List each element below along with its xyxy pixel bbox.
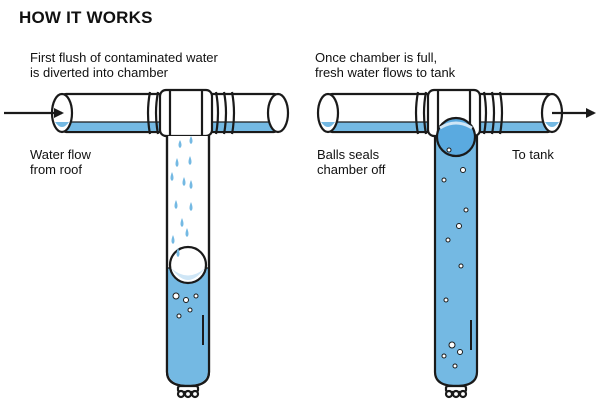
water-flow-label: Water flow from roof [30,147,91,177]
left-caption: First flush of contaminated water is div… [30,50,218,80]
right-caption-line-2: fresh water flows to tank [315,65,456,80]
water-flow-label-line-2: from roof [30,162,83,177]
left-coupling-2 [214,91,220,135]
right-bubbles [441,147,469,369]
right-seal-ball [435,116,477,158]
left-caption-line-1: First flush of contaminated water [30,50,218,65]
to-tank-label: To tank [512,147,554,162]
left-bubbles [172,292,199,319]
left-coupling-1 [146,91,152,135]
diagram-title: HOW IT WORKS [19,8,153,27]
left-water-drops [170,136,193,257]
ball-seal-label-line-1: Balls seals [317,147,380,162]
left-pipe-assembly [50,88,290,399]
water-flow-label-line-1: Water flow [30,147,91,162]
left-caption-line-2: is diverted into chamber [30,65,169,80]
right-caption-line-1: Once chamber is full, [315,50,438,65]
to-tank-text: To tank [512,147,554,162]
ball-seal-label: Balls seals chamber off [317,147,385,177]
ball-seal-label-line-2: chamber off [317,162,386,177]
right-pipe-assembly [316,88,564,399]
right-caption: Once chamber is full, fresh water flows … [315,50,455,80]
